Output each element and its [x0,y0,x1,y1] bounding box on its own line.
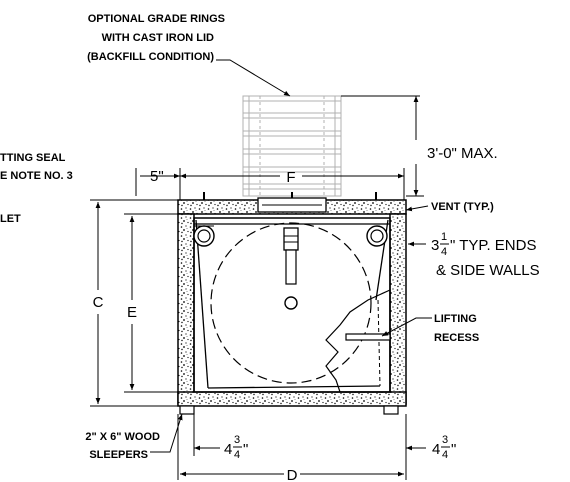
inlet-fitting [193,225,215,247]
callout-inlet: LET [0,213,21,225]
callout-grade-rings-2: WITH CAST IRON LID [102,32,214,44]
grade-rings [242,95,342,197]
callout-lifting-2: RECESS [434,332,479,344]
sleeper-left-whole: 4 [224,441,232,458]
wall-thickness-whole: 3 [431,237,439,254]
dim-label-5in: 5" [150,168,164,185]
bottom-slab [177,391,407,407]
sleeper-right-num: 3 [442,434,448,446]
dimension-5in [135,168,180,196]
wall-thickness-num: 1 [441,231,447,243]
access-opening-circle [210,222,372,384]
dimension-c [90,199,178,407]
lifting-recess [345,333,391,341]
dim-label-e: E [127,304,137,321]
callout-sleepers-2: SLEEPERS [89,449,148,461]
sleeper-left-num: 3 [234,434,240,446]
sleeper-left [179,405,195,415]
sleeper-right [383,405,399,415]
dim-label-d: D [287,467,298,482]
wall-thickness-text-1: " TYP. ENDS [450,237,536,254]
wall-thickness-text-2: & SIDE WALLS [436,262,540,279]
callout-grade-rings-1: OPTIONAL GRADE RINGS [88,13,225,25]
dim-label-f: F [286,169,295,186]
callout-vent: VENT (TYP.) [431,201,494,213]
sleeper-left-den: 4 [234,449,240,461]
center-baffle [283,227,299,310]
callout-seal-1: TTING SEAL [0,152,66,164]
dimension-f [179,168,405,200]
sleeper-right-inch: " [451,441,456,458]
tank-body [177,192,407,415]
sleeper-right-den: 4 [442,449,448,461]
left-wall [177,213,195,405]
dimension-max-height [341,95,424,197]
callout-lifting-1: LIFTING [434,313,477,325]
wall-thickness-den: 4 [441,246,447,258]
right-wall [389,213,407,405]
callout-grade-rings-3: (BACKFILL CONDITION) [87,51,214,63]
sleeper-right-whole: 4 [432,441,440,458]
dim-label-max-height: 3'-0" MAX. [427,145,498,162]
sleeper-left-inch: " [243,441,248,458]
dimension-sleeper-left [193,414,220,456]
outlet-fitting [366,225,388,247]
callout-sleepers-1: 2" X 6" WOOD [85,431,160,443]
callout-seal-2: E NOTE NO. 3 [0,170,73,182]
dim-label-c: C [93,294,104,311]
dimension-e [124,213,178,393]
